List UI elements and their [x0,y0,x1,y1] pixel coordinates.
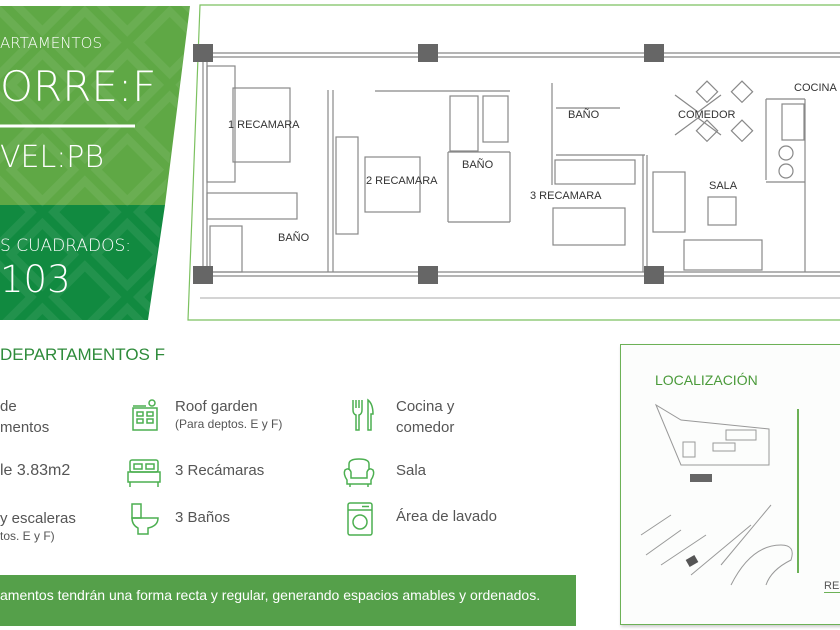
hero-background [0,6,190,320]
feature-bathrooms: 3 Baños [175,509,231,526]
room-label-bathroom-3: BAÑO [568,109,600,121]
feature-roof-garden: Roof garden (Para deptos. E y F) [175,396,282,432]
feature-text: mentos [0,419,50,436]
feature-subtext: (Para deptos. E y F) [175,417,283,431]
hero-panel: ARTAMENTOS ORRE:F VEL:PB S CUADRADOS: 10… [0,0,195,322]
feature-text: Roof garden [175,398,258,415]
location-map [640,403,799,586]
floor-plan: 1 RECAMARA 2 RECAMARA 3 RECAMARA BAÑO BA… [187,4,840,321]
feature-stairs: y escaleras tos. E y F) [0,508,76,544]
description-banner: amentos tendrán una forma recta y regula… [0,575,576,626]
room-label-kitchen: COCINA [794,82,837,94]
location-side-label: RES [824,580,840,593]
tower-label: ORRE:F [0,62,157,111]
area-value: 103 [0,258,71,301]
armchair-icon [343,458,375,487]
toilet-icon [131,503,159,535]
bed-icon [127,459,161,487]
washing-machine-icon [347,502,373,536]
room-label-bathroom-1: BAÑO [278,232,310,244]
feature-living-room: Sala [396,462,427,479]
room-label-bedroom-3: 3 RECAMARA [530,190,602,202]
floor-plan-drawing [187,4,840,321]
feature-area: le 3.83m2 [0,462,71,479]
feature-text: y escaleras [0,510,76,527]
room-label-bedroom-1: 1 RECAMARA [228,119,300,131]
feature-subtext: tos. E y F) [0,529,55,543]
level-label: VEL:PB [0,140,105,175]
room-label-dining: COMEDOR [678,109,736,121]
roof-garden-icon [132,399,158,431]
feature-laundry: Área de lavado [396,508,497,525]
fork-knife-icon [352,398,374,431]
hero-subtitle: ARTAMENTOS [0,34,102,52]
feature-text: Cocina y [396,398,455,415]
feature-kitchen-dining: Cocina y comedor [396,396,454,438]
room-label-bedroom-2: 2 RECAMARA [366,175,438,187]
location-title: LOCALIZACIÓN [655,372,758,388]
room-label-bathroom-2: BAÑO [462,159,494,171]
feature-text: de [0,398,17,415]
location-panel: LOCALIZACIÓN RES [620,344,840,625]
feature-text: comedor [396,419,455,436]
feature-bedrooms: 3 Recámaras [175,462,265,479]
feature-departments: de mentos [0,396,49,438]
area-label: S CUADRADOS: [0,236,131,256]
features-title: DEPARTAMENTOS F [0,345,165,364]
room-label-living: SALA [709,180,738,192]
